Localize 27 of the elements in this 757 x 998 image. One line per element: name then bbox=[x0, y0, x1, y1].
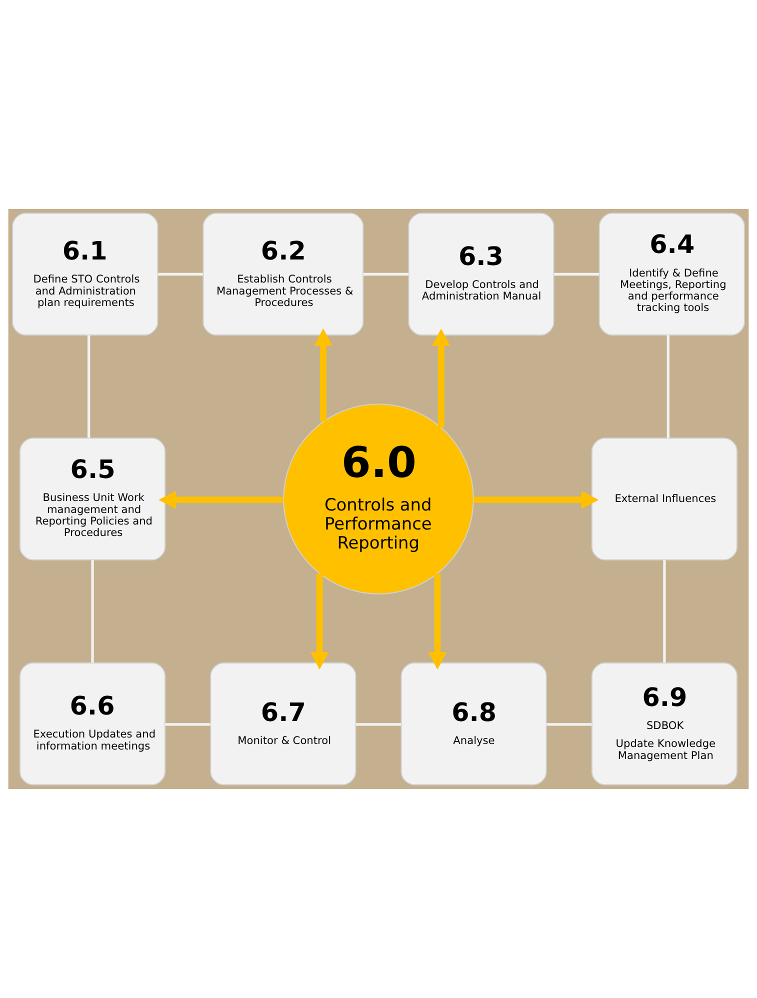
arrow bbox=[310, 574, 329, 670]
connector bbox=[88, 335, 90, 438]
arrow bbox=[432, 328, 450, 428]
node-box: 6.3 Develop Controls and Administration Manual bbox=[408, 212, 554, 336]
node-box: 6.4 Identify & Define Meetings, Reporting and performance tracking tools bbox=[598, 212, 745, 336]
connector bbox=[546, 723, 592, 726]
arrow bbox=[314, 328, 332, 422]
connector bbox=[165, 723, 210, 726]
connector bbox=[91, 560, 94, 663]
arrow bbox=[158, 490, 284, 509]
connector bbox=[363, 272, 409, 276]
node-box: 6.9 SDBOK Update Knowledge Management Plan bbox=[591, 662, 738, 786]
node-box: 6.1 Define STO Controls and Administration plan requirements bbox=[12, 212, 158, 336]
node-box: External Influences bbox=[591, 438, 738, 560]
node-box: 6.5 Business Unit Work management and Reporting Policies and Procedures bbox=[19, 438, 166, 560]
arrow bbox=[428, 574, 447, 670]
node-box: 6.6 Execution Updates and information meetings bbox=[19, 662, 166, 786]
node-box: 6.7 Monitor & Control bbox=[210, 662, 356, 786]
node-box: 6.2 Establish Controls Management Processes & Procedures bbox=[202, 212, 364, 336]
connector bbox=[158, 272, 203, 276]
node-box: 6.8 Analyse bbox=[400, 662, 547, 786]
connector bbox=[356, 723, 402, 726]
connector bbox=[666, 335, 670, 438]
arrow bbox=[474, 490, 599, 509]
node-circle: 6.0 Controls and Performance Reporting bbox=[283, 404, 474, 594]
connector bbox=[663, 560, 666, 663]
connector bbox=[554, 272, 600, 276]
